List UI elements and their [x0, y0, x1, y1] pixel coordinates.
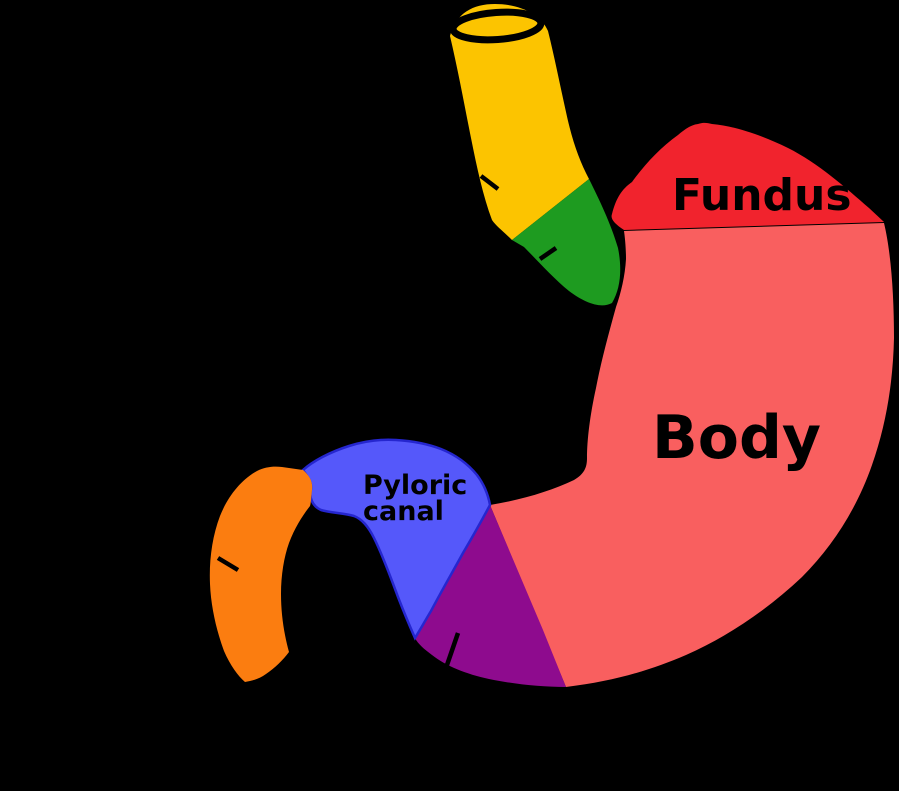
esophagus-opening-ring	[449, 8, 545, 44]
duodenum-region	[209, 466, 313, 682]
fundus-region	[611, 122, 884, 230]
fundus-label: Fundus	[672, 170, 852, 221]
body-label: Body	[652, 403, 821, 473]
cardia-pointer-line	[538, 246, 558, 261]
pyloric-canal-region	[301, 438, 492, 641]
pyloric-canal-label-line1: Pyloric	[363, 470, 467, 501]
cardia-region	[512, 179, 621, 306]
duodenum-pointer-line	[216, 556, 240, 572]
pyloric-antrum-pointer-line	[444, 632, 461, 666]
pyloric-canal-label-line2: canal	[363, 496, 444, 527]
esophagus-pointer-line	[479, 174, 500, 191]
body-region	[490, 223, 894, 687]
